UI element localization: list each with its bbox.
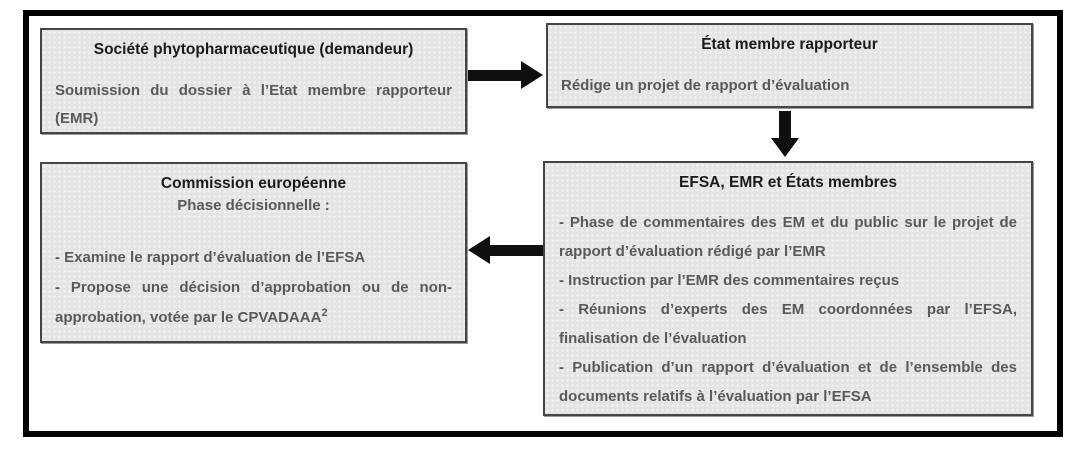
box-commission-title: Commission européenne — [160, 175, 347, 192]
arrow-head — [521, 61, 543, 89]
box-applicant-body: Soumission du dossier à l’Etat membre ra… — [55, 82, 452, 127]
box-rapporteur-body: Rédige un projet de rapport d’évaluation — [561, 77, 850, 94]
box-applicant-title: Société phytopharmaceutique (demandeur) — [93, 41, 414, 58]
box-commission-subtitle: Phase décisionnelle : — [177, 197, 330, 214]
box-commission-item: - Propose une décision d’approbation ou … — [55, 273, 452, 333]
arrow-left-icon — [468, 236, 543, 264]
box-efsa: EFSA, EMR et États membres - Phase de co… — [543, 161, 1033, 416]
arrow-shaft — [468, 69, 521, 81]
box-efsa-item: - Réunions d’experts des EM coordonnées … — [559, 301, 1017, 347]
arrow-head — [771, 138, 799, 157]
footnote-reference: 2 — [321, 307, 328, 319]
box-commission-item: - Examine le rapport d’évaluation de l’E… — [55, 249, 366, 266]
box-rapporteur-title: État membre rapporteur — [701, 36, 878, 53]
box-commission: Commission européenne Phase décisionnell… — [40, 162, 467, 343]
arrow-right-icon — [468, 61, 543, 89]
box-efsa-item: - Instruction par l’EMR des commentaires… — [559, 272, 900, 289]
box-rapporteur: État membre rapporteur Rédige un projet … — [546, 23, 1033, 108]
box-efsa-title: EFSA, EMR et États membres — [679, 174, 897, 191]
box-efsa-item: - Phase de commentaires des EM et du pub… — [559, 214, 1017, 260]
arrow-down-icon — [771, 111, 799, 157]
arrow-shaft — [490, 244, 543, 256]
box-applicant: Société phytopharmaceutique (demandeur) … — [40, 28, 467, 134]
arrow-shaft — [779, 111, 791, 138]
arrow-head — [468, 236, 490, 264]
box-efsa-item: - Publication d’un rapport d’évaluation … — [559, 359, 1017, 405]
box-commission-item-text: - Propose une décision d’approbation ou … — [55, 279, 452, 326]
